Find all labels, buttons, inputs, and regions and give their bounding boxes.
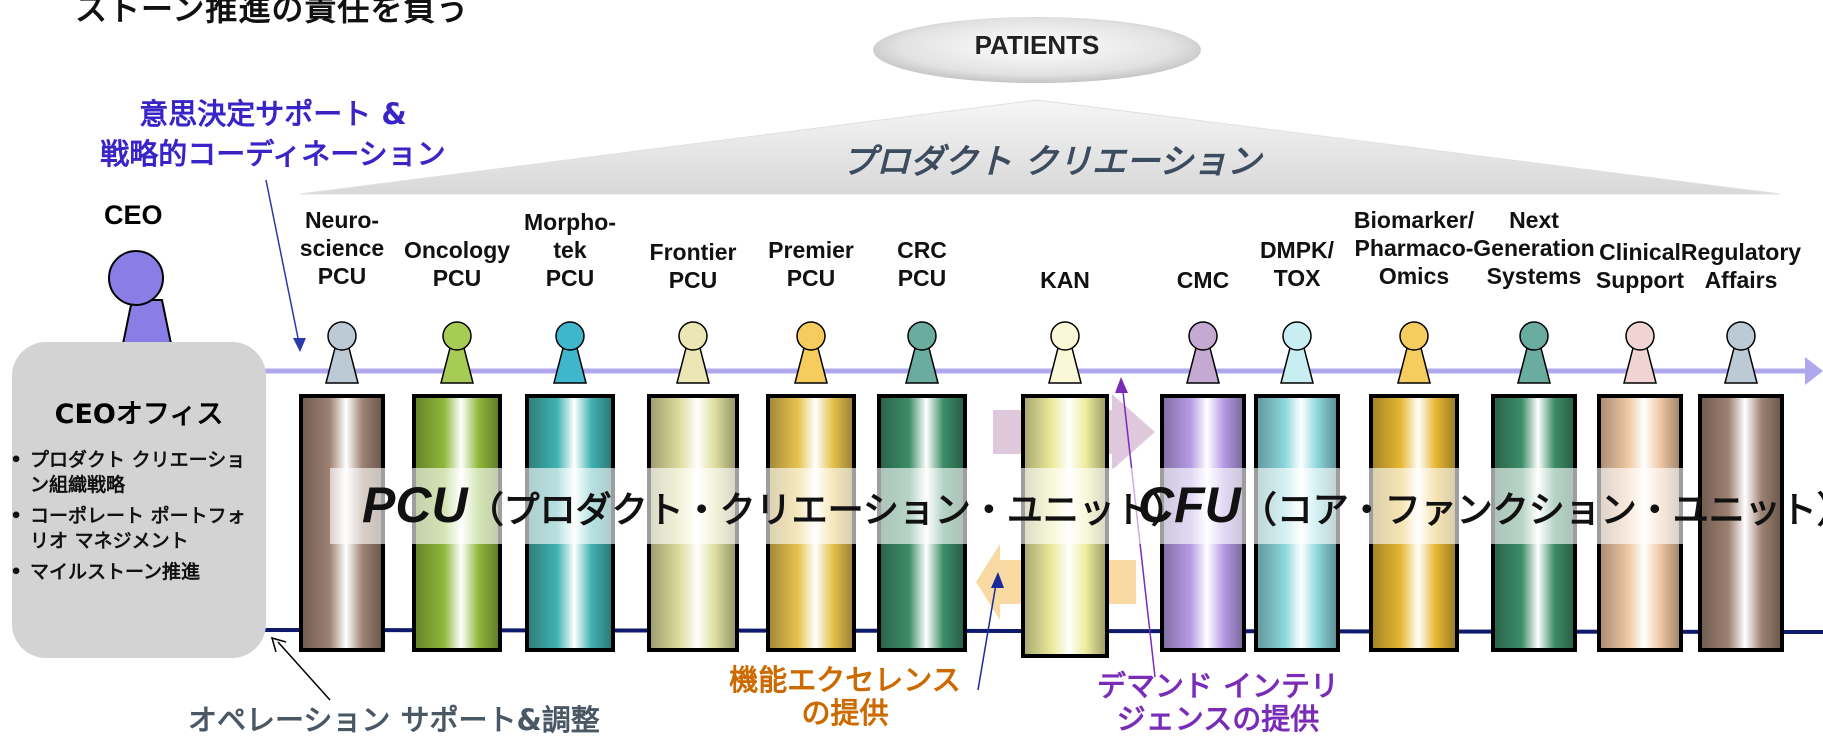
- unit-label-line: science: [299, 235, 385, 261]
- unit-label-line: Frontier: [649, 239, 737, 265]
- unit-person-icon: [1623, 321, 1657, 384]
- patients-label: PATIENTS: [974, 30, 1100, 60]
- unit-person-icon: [1724, 321, 1758, 384]
- unit-label-line: PCU: [668, 267, 718, 293]
- unit-label-line: Affairs: [1704, 267, 1778, 293]
- unit-label-line: PCU: [545, 265, 595, 291]
- ceo-office-list: プロダクト クリエーション組織戦略 コーポレート ポートフォリオ マネジメント …: [8, 448, 258, 591]
- top-line-arrowhead: [1805, 357, 1823, 385]
- unit-label: Biomarker/Pharmaco-Omics: [1354, 206, 1474, 290]
- unit-label-line: DMPK/: [1259, 237, 1335, 263]
- cfu-full: （コア・ファンクション・ユニット）: [1240, 490, 1823, 531]
- unit-label-line: Systems: [1486, 263, 1582, 289]
- operation-support-label: オペレーション サポート&調整: [188, 703, 600, 737]
- ceo-office-box: [12, 342, 266, 658]
- unit-label-line: Support: [1595, 267, 1685, 293]
- ceo-office-item: コーポレート ポートフォリオ マネジメント: [8, 504, 258, 554]
- decision-support-line: 戦略的コーディネーション: [100, 137, 446, 171]
- decision-support-pointer: [265, 179, 301, 349]
- unit-label-line: Pharmaco-: [1354, 235, 1474, 261]
- unit-label-line: PCU: [786, 265, 836, 291]
- unit-label-line: Premier: [768, 237, 854, 263]
- decision-support-line: 意思決定サポート &: [139, 97, 407, 131]
- unit-person-icon: [905, 321, 939, 384]
- unit-label-line: Oncology: [403, 237, 511, 263]
- unit-type-band: [330, 468, 1690, 544]
- ceo-label: CEO: [104, 200, 163, 230]
- functional-excellence-label: 機能エクセレンス の提供: [710, 664, 980, 730]
- cfu-abbr: CFU: [1138, 477, 1241, 533]
- functional-excellence-line: 機能エクセレンス: [729, 663, 961, 697]
- product-creation-triangle: [299, 99, 1781, 195]
- unit-label-line: Morpho-: [524, 209, 616, 235]
- unit-person-icon: [1397, 321, 1431, 384]
- unit-person-icon: [676, 321, 710, 384]
- cfu-band-label: CFU（コア・ファンクション・ユニット）: [1138, 476, 1823, 534]
- page-title: ストーン推進の責任を負う: [75, 0, 470, 28]
- unit-person-icon: [1517, 321, 1551, 384]
- unit-label-line: TOX: [1273, 265, 1321, 291]
- unit-label-line: PCU: [897, 265, 947, 291]
- patients-oval: [873, 17, 1201, 83]
- unit-pillar: [1698, 394, 1784, 652]
- pcu-full: （プロダクト・クリエーション・ユニット）: [467, 490, 1187, 531]
- unit-person-icon: [553, 321, 587, 384]
- operation-support-pointer: [277, 641, 331, 701]
- unit-label-line: KAN: [1040, 267, 1090, 293]
- functional-excellence-pointer: [977, 577, 998, 691]
- unit-label-line: Neuro-: [304, 207, 380, 233]
- unit-person-icon: [794, 321, 828, 384]
- unit-label-line: tek: [553, 237, 587, 263]
- unit-label-line: CMC: [1176, 267, 1230, 293]
- unit-person-icon: [1048, 321, 1082, 384]
- unit-label: KAN: [1040, 266, 1090, 294]
- unit-label-line: Clinical: [1599, 239, 1681, 265]
- functional-excellence-line: の提供: [801, 696, 889, 730]
- unit-person-icon: [325, 321, 359, 384]
- demand-intelligence-label: デマンド インテリ ジェンスの提供: [1088, 670, 1348, 736]
- pcu-abbr: PCU: [362, 477, 468, 533]
- pcu-band-label: PCU（プロダクト・クリエーション・ユニット）: [362, 476, 1187, 534]
- unit-person-icon: [440, 321, 474, 384]
- unit-label-line: Next: [1509, 207, 1559, 233]
- unit-label-line: Generation: [1473, 235, 1595, 261]
- unit-person-icon: [1280, 321, 1314, 384]
- ceo-office-title: CEOオフィス: [54, 399, 224, 430]
- ceo-office-item: プロダクト クリエーション組織戦略: [8, 448, 258, 498]
- unit-person-icon: [1186, 321, 1220, 384]
- product-creation-label: プロダクト クリエーション: [842, 142, 1262, 182]
- unit-label-line: Regulatory: [1680, 239, 1802, 265]
- unit-label-line: CRC: [897, 237, 947, 263]
- unit-label: CMC: [1177, 266, 1229, 294]
- unit-label: DMPK/TOX: [1260, 236, 1334, 292]
- decision-support-label: 意思決定サポート & 戦略的コーディネーション: [96, 94, 450, 174]
- ceo-office-item: マイルストーン推進: [8, 560, 258, 585]
- unit-label-line: PCU: [432, 265, 482, 291]
- unit-label-line: PCU: [317, 263, 367, 289]
- demand-intelligence-line: デマンド インテリ: [1096, 669, 1340, 703]
- demand-intelligence-line: ジェンスの提供: [1116, 702, 1320, 736]
- unit-label-line: Biomarker/: [1353, 207, 1475, 233]
- unit-label-line: Omics: [1378, 263, 1450, 289]
